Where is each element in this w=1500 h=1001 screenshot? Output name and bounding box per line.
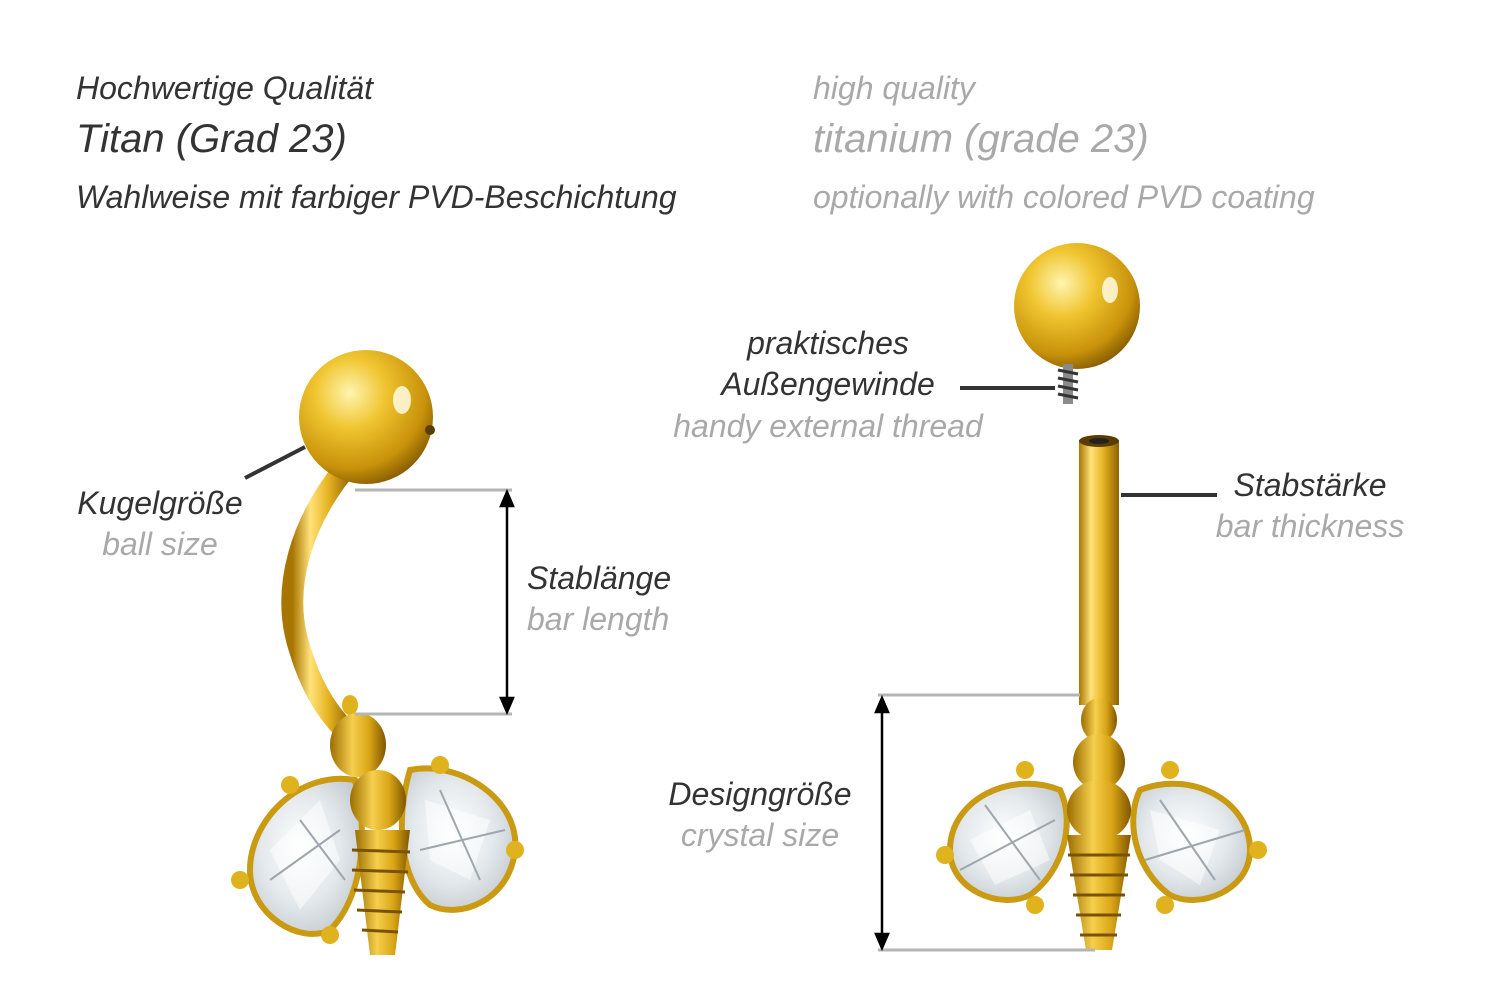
header-de-material: Titan (Grad 23) bbox=[76, 117, 347, 161]
header-en-material: titanium (grade 23) bbox=[813, 117, 1149, 161]
crystal-left-wing-a bbox=[231, 775, 365, 944]
ball-left bbox=[299, 350, 433, 484]
design-size-dimension bbox=[874, 694, 890, 952]
header-en-coating: optionally with colored PVD coating bbox=[813, 179, 1315, 215]
bar-length-label-de: Stablänge bbox=[527, 560, 672, 596]
straight-bar bbox=[1079, 440, 1119, 705]
exploded-piercing bbox=[936, 243, 1267, 950]
ball-size-label-en: ball size bbox=[102, 526, 218, 562]
crystal-right-wing-b bbox=[1130, 761, 1267, 914]
ball-size-label-de: Kugelgröße bbox=[77, 485, 243, 521]
crystal-right-wing-a bbox=[936, 761, 1070, 914]
header-de-quality: Hochwertige Qualität bbox=[76, 70, 374, 106]
header-en-quality: high quality bbox=[813, 70, 975, 106]
thread-label-de-line2: Außengewinde bbox=[721, 366, 935, 402]
bar-length-label-en: bar length bbox=[527, 601, 670, 637]
bee-body-right bbox=[1067, 698, 1131, 950]
header-de-coating: Wahlweise mit farbiger PVD-Beschichtung bbox=[76, 179, 677, 215]
thread-label-en: handy external thread bbox=[673, 408, 983, 444]
design-size-label-en: crystal size bbox=[680, 817, 840, 853]
crystal-left-wing-b bbox=[398, 756, 524, 913]
design-size-label-de: Designgröße bbox=[668, 776, 852, 812]
bar-thickness-label-de: Stabstärke bbox=[1233, 467, 1387, 503]
thread-label-de-line1: praktisches bbox=[747, 325, 909, 361]
curved-bar bbox=[281, 449, 363, 741]
bee-body-left bbox=[330, 695, 411, 955]
ball-size-pointer bbox=[244, 445, 306, 480]
external-thread bbox=[1057, 364, 1079, 404]
ball-right bbox=[1014, 243, 1140, 369]
curved-piercing bbox=[231, 350, 524, 955]
bar-length-dimension bbox=[499, 488, 515, 716]
bar-thickness-label-en: bar thickness bbox=[1215, 508, 1405, 544]
